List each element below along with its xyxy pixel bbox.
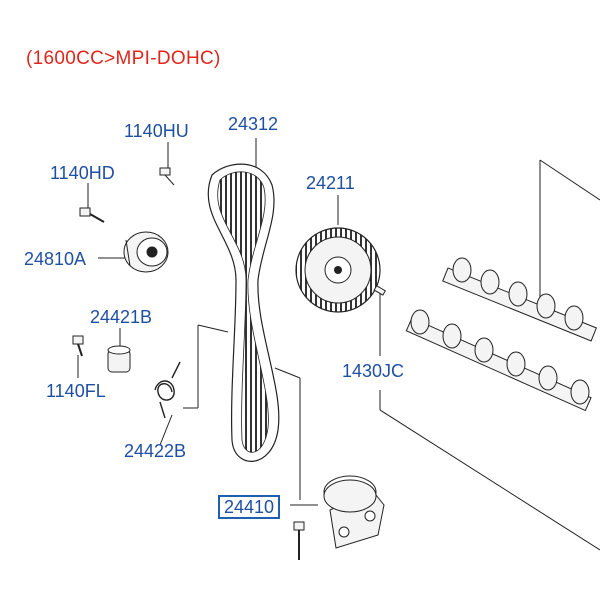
bolt-1140hu — [159, 167, 175, 186]
part-callout-24312[interactable]: 24312 — [228, 114, 279, 134]
camshaft-sprocket — [295, 227, 381, 313]
part-callout-24421b[interactable]: 24421B — [90, 307, 153, 327]
camshafts — [405, 257, 598, 412]
bolt-tensioner — [293, 521, 305, 560]
leader-lines — [77, 138, 600, 551]
sleeve-spacer — [107, 345, 131, 373]
idler-pulley — [123, 231, 169, 273]
part-callout-24422b[interactable]: 24422B — [124, 441, 187, 461]
dowel-pin — [373, 285, 387, 296]
part-callout-24810a[interactable]: 24810A — [24, 249, 87, 269]
tensioner-spring — [154, 361, 181, 419]
part-callout-24211[interactable]: 24211 — [306, 173, 355, 193]
belt-tensioner — [323, 475, 385, 549]
part-callout-24410-selected[interactable]: 24410 — [218, 495, 281, 519]
part-callout-1140fl[interactable]: 1140FL — [46, 381, 106, 401]
timing-belt — [207, 163, 280, 462]
part-callout-1140hd[interactable]: 1140HD — [50, 163, 115, 183]
bolt-1140fl — [72, 335, 84, 357]
bolt-1140hd — [79, 207, 105, 223]
part-callout-1140hu[interactable]: 1140HU — [124, 121, 189, 141]
engine-variant-subtitle: (1600CC>MPI-DOHC) — [26, 48, 221, 69]
part-callout-1430jc[interactable]: 1430JC — [342, 361, 405, 381]
